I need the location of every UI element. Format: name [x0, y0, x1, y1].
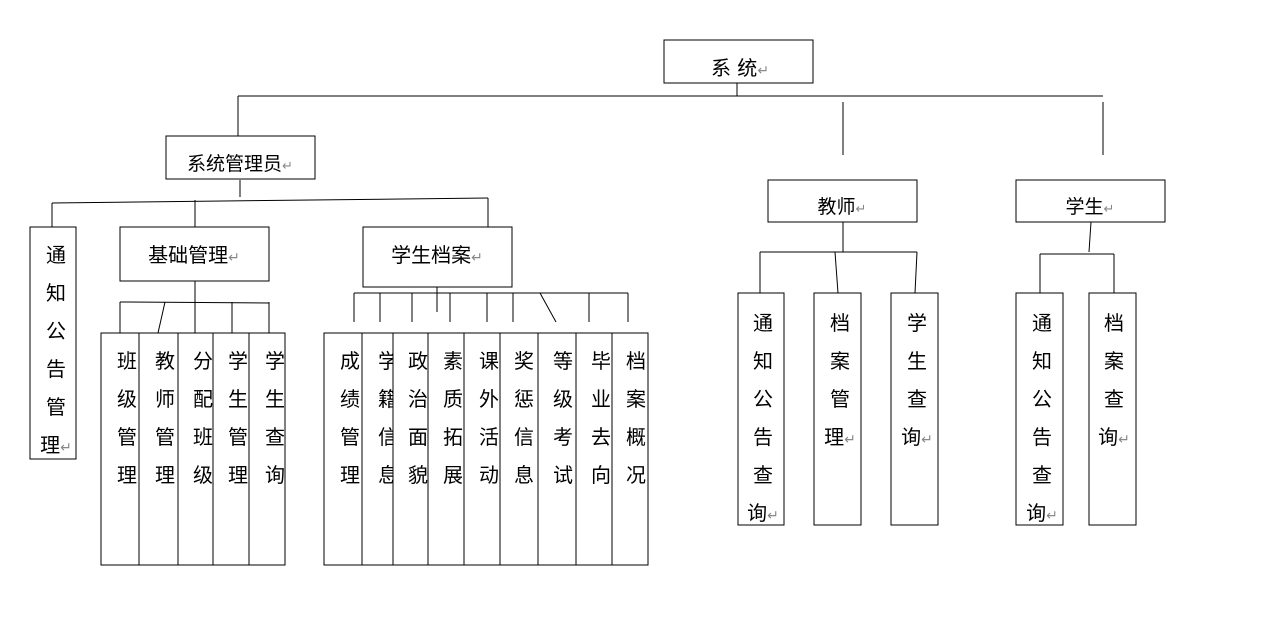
- node-box: [361, 332, 394, 566]
- node-label: 学生查询↵: [901, 311, 933, 449]
- return-mark: ↵: [921, 432, 933, 448]
- archive-child-drop-6: [539, 292, 557, 323]
- node-box: [499, 332, 539, 566]
- node-political: 政治面貌: [392, 332, 429, 566]
- return-mark: ↵: [282, 159, 293, 174]
- return-mark: ↵: [767, 508, 779, 524]
- return-mark: ↵: [844, 432, 856, 448]
- node-archive: 学生档案↵: [362, 226, 513, 288]
- node-assign-class: 分配班级: [177, 332, 214, 566]
- node-t-student: 学生查询↵: [890, 292, 939, 526]
- return-mark: ↵: [757, 63, 769, 79]
- node-class-mgmt: 班级管理: [100, 332, 140, 566]
- return-mark: ↵: [471, 250, 483, 266]
- node-label: 课外活动: [479, 349, 499, 487]
- node-label: 通知公告查询↵: [747, 311, 779, 525]
- node-t-archive: 档案管理↵: [813, 292, 862, 526]
- node-box: [212, 332, 250, 566]
- node-label: 班级管理: [117, 349, 137, 487]
- node-teacher-mgmt: 教师管理: [138, 332, 179, 566]
- return-mark: ↵: [1118, 432, 1130, 448]
- node-box: [1015, 292, 1064, 526]
- node-label: 政治面貌: [408, 349, 428, 487]
- student-stem: [1088, 221, 1092, 253]
- node-root: 系 统↵: [663, 39, 814, 84]
- node-box: [737, 292, 785, 526]
- node-student-query: 学生查询: [248, 332, 286, 566]
- return-mark: ↵: [1046, 508, 1058, 524]
- node-label: 学生档案↵: [391, 243, 483, 267]
- node-s-archive: 档案查询↵: [1088, 292, 1137, 526]
- return-mark: ↵: [856, 202, 867, 217]
- node-label: 教师↵: [818, 196, 867, 218]
- node-box: [392, 332, 429, 566]
- node-box: [1088, 292, 1137, 526]
- node-label: 通知公告查询↵: [1026, 311, 1058, 525]
- node-rewards: 奖惩信息: [499, 332, 539, 566]
- admin-bus: [51, 197, 489, 204]
- node-grades: 成绩管理: [323, 332, 363, 566]
- return-mark: ↵: [1104, 202, 1115, 217]
- node-label: 档案管理↵: [824, 311, 856, 449]
- node-student: 学生↵: [1015, 179, 1166, 223]
- node-box: [362, 226, 513, 288]
- node-admin-notice: 通知公告管理↵: [29, 226, 77, 460]
- node-label: 素质拓展: [443, 349, 463, 487]
- node-label: 学生↵: [1066, 196, 1115, 218]
- node-label: 成绩管理: [340, 349, 360, 487]
- basic-child-drop-1: [157, 301, 166, 334]
- node-box: [177, 332, 214, 566]
- node-box: [248, 332, 286, 566]
- teacher-child-drop-2: [914, 251, 918, 294]
- node-label: 通知公告管理↵: [40, 243, 72, 457]
- node-label: 基础管理↵: [148, 243, 240, 267]
- node-box: [463, 332, 501, 566]
- node-box: [100, 332, 140, 566]
- node-label: 奖惩信息: [514, 349, 534, 487]
- node-label: 等级考试: [553, 349, 573, 487]
- node-label: 档案查询↵: [1098, 311, 1130, 449]
- node-box: [29, 226, 77, 460]
- node-box: [138, 332, 179, 566]
- node-box: [119, 226, 270, 282]
- node-boxes: 系 统↵ 系统管理员↵ 教师↵ 学生↵ 基础管理↵ 学生档案↵ 通知公告管理↵ 班级管理教师管…: [29, 39, 1166, 566]
- node-label: 学生管理: [228, 349, 248, 487]
- node-box: [165, 135, 316, 180]
- node-box: [537, 332, 577, 566]
- node-exams: 等级考试: [537, 332, 577, 566]
- node-admin: 系统管理员↵: [165, 135, 316, 180]
- node-box: [767, 179, 918, 223]
- node-box: [663, 39, 814, 84]
- connector-lines: [51, 83, 1115, 334]
- node-label: 分配班级: [193, 349, 213, 487]
- teacher-child-drop-1: [834, 251, 839, 294]
- return-mark: ↵: [60, 440, 72, 456]
- node-t-notice: 通知公告查询↵: [737, 292, 785, 526]
- return-mark: ↵: [228, 250, 240, 266]
- node-box: [1015, 179, 1166, 223]
- node-label: 学生查询: [265, 349, 285, 487]
- node-box: [611, 332, 649, 566]
- node-box: [575, 332, 613, 566]
- node-box: [813, 292, 862, 526]
- node-quality: 素质拓展: [427, 332, 465, 566]
- node-basic: 基础管理↵: [119, 226, 270, 282]
- node-teacher: 教师↵: [767, 179, 918, 223]
- node-label: 教师管理: [155, 349, 175, 487]
- node-student-mgmt: 学生管理: [212, 332, 250, 566]
- node-box: [427, 332, 465, 566]
- node-s-notice: 通知公告查询↵: [1015, 292, 1064, 526]
- node-box: [890, 292, 939, 526]
- node-label: 毕业去向: [591, 349, 611, 487]
- node-label: 档案概况: [626, 349, 646, 487]
- node-label: 系统管理员↵: [187, 153, 293, 175]
- node-graduation: 毕业去向: [575, 332, 613, 566]
- node-activities: 课外活动: [463, 332, 501, 566]
- node-overview: 档案概况: [611, 332, 649, 566]
